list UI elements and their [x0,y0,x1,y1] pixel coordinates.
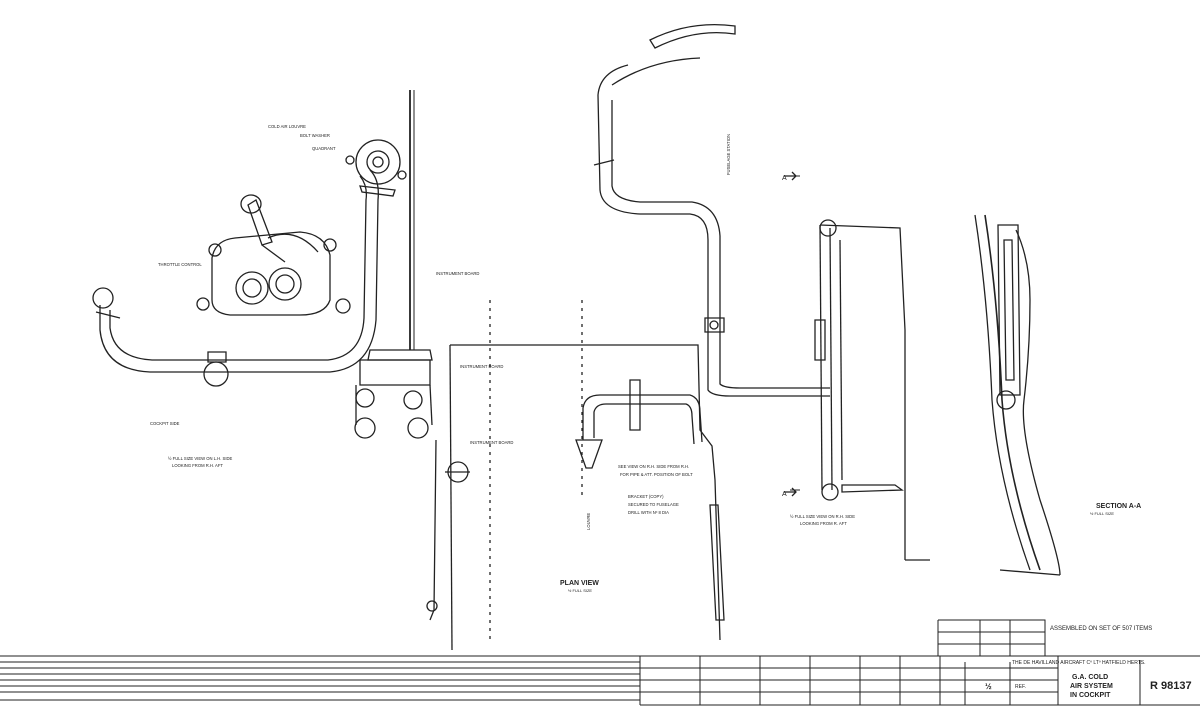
label-looking-from-rh: LOOKING FROM R.H. AFT [172,463,223,468]
label-bracket: BRACKET (COPY) [628,494,664,499]
centre-duct-pipe [593,23,830,397]
section-letter-bottom: A [782,491,787,498]
plan-view-pipe [426,379,725,621]
section-aa-view [974,214,1061,576]
scale-value: ½ [985,682,992,691]
label-fuselage-station: FUSELAGE STATION [726,134,731,175]
drawing-title-line1: G.A. COLD [1072,674,1108,681]
label-quadrant: QUADRANT [312,146,336,151]
label-bolt-washer: BOLT WASHER [300,133,330,138]
label-instrument-board-centre: INSTRUMENT BOARD [460,364,503,369]
section-aa-scale: ½ FULL SIZE [1090,511,1114,516]
company-name: THE DE HAVILLAND AIRCRAFT Cº LTº HATFIEL… [1012,660,1146,666]
label-full-size-view-rh: ½ FULL SIZE VIEW ON R.H. SIDE [790,514,855,519]
label-cockpit-side: COCKPIT SIDE [150,421,180,426]
plan-view-scale: ½ FULL SIZE [568,588,592,593]
plan-view-title: PLAN VIEW [560,580,599,587]
right-side-view [790,175,930,561]
section-letter-top: A [782,175,787,182]
label-see-view: SEE VIEW ON R.H. SIDE FROM R.H. [618,464,689,469]
drawing-number: R 98137 [1150,680,1192,692]
label-full-size-view-lh: ½ FULL SIZE VIEW ON L.H. SIDE [168,456,233,461]
label-instrument-board-left: INSTRUMENT BOARD [436,271,479,276]
drawing-title-line3: IN COCKPIT [1070,692,1111,699]
title-block-lines [0,619,1200,706]
label-for-pipe: FOR PIPE & ATT. POSITION OF BOLT [620,472,693,477]
throttle-quadrant-assembly [196,194,351,316]
ref-label: REF. [1015,684,1026,690]
drawing-title-line2: AIR SYSTEM [1070,683,1113,690]
label-cold-air-louvre: COLD AIR LOUVRE [268,124,306,129]
section-markers [784,171,797,497]
cold-air-duct-left [92,139,407,387]
label-throttle-control: THROTTLE CONTROL [158,262,202,267]
label-drill: DRILL WITH Nº 8 DIA [628,510,669,515]
label-looking-from-fwd: LOOKING FROM R. AFT [800,521,847,526]
label-louvre: LOUVRE [586,513,591,530]
section-aa-title: SECTION A-A [1096,503,1141,510]
control-column [354,90,433,439]
label-instrument-board-lower: INSTRUMENT BOARD [470,440,513,445]
assembled-note: ASSEMBLED ON SET OF 507 ITEMS [1050,626,1152,632]
label-secured: SECURED TO FUSELAGE [628,502,679,507]
